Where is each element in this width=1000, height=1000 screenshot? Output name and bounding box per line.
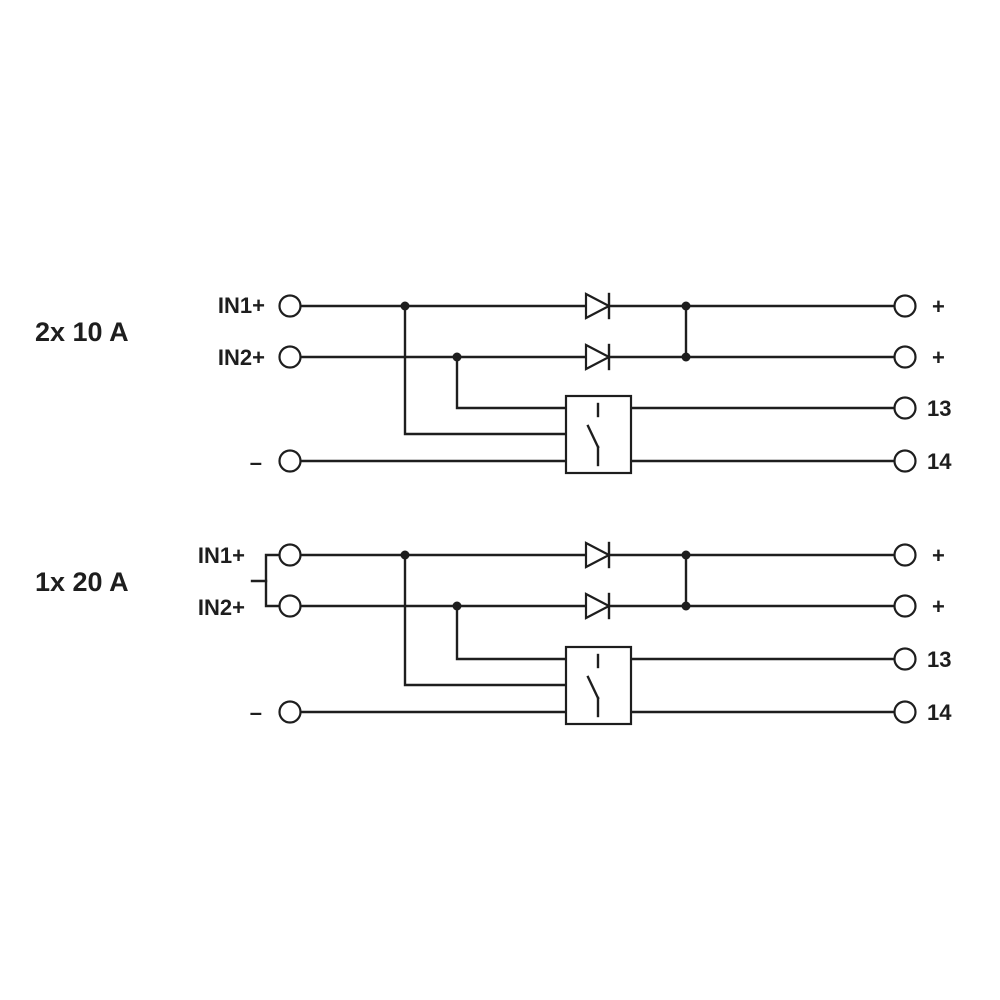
- terminal-out-plus-1: [893, 294, 917, 318]
- input-bridge: [264, 553, 281, 608]
- input-label-in1: IN1+: [198, 543, 245, 568]
- relay-block: [564, 645, 633, 726]
- junction-dot: [452, 601, 462, 611]
- junction-dot: [681, 601, 691, 611]
- group-2x10a: 2x 10 A IN1+ IN2+ –: [35, 292, 952, 475]
- output-label-plus-1: +: [932, 543, 945, 568]
- output-label-13: 13: [927, 396, 951, 421]
- terminal-in2: [278, 345, 302, 369]
- wire-in1-to-relay: [403, 304, 568, 436]
- terminal-minus: [278, 700, 302, 724]
- group-title: 1x 20 A: [35, 567, 129, 597]
- input-label-minus: –: [250, 450, 262, 475]
- input-label-in2: IN2+: [218, 345, 265, 370]
- terminal-minus: [278, 449, 302, 473]
- group-title: 2x 10 A: [35, 317, 129, 347]
- terminal-out-plus-2: [893, 345, 917, 369]
- relay-contact-blade: [586, 675, 600, 700]
- terminal-13: [893, 647, 917, 671]
- wire-in2-to-relay: [455, 355, 568, 410]
- wire-in1-to-relay: [403, 553, 568, 687]
- relay-contact-blade: [586, 424, 600, 449]
- input-label-minus: –: [250, 700, 262, 725]
- junction-dot: [400, 550, 410, 560]
- output-label-14: 14: [927, 700, 952, 725]
- wire-in2-to-relay: [455, 604, 568, 661]
- junction-dot: [681, 352, 691, 362]
- output-label-13: 13: [927, 647, 951, 672]
- diode-2: [584, 343, 612, 371]
- terminal-13: [893, 396, 917, 420]
- group-1x20a: 1x 20 A IN1+ IN2+ –: [35, 541, 952, 726]
- terminal-14: [893, 449, 917, 473]
- terminal-14: [893, 700, 917, 724]
- terminal-out-plus-2: [893, 594, 917, 618]
- diode-1: [584, 541, 612, 569]
- input-label-in2: IN2+: [198, 595, 245, 620]
- input-label-in1: IN1+: [218, 293, 265, 318]
- terminal-in1: [278, 294, 302, 318]
- terminal-in2: [278, 594, 302, 618]
- output-label-plus-2: +: [932, 345, 945, 370]
- output-label-plus-2: +: [932, 594, 945, 619]
- terminal-in1: [278, 543, 302, 567]
- junction-dot: [681, 301, 691, 311]
- terminal-out-plus-1: [893, 543, 917, 567]
- output-label-14: 14: [927, 449, 952, 474]
- diode-1: [584, 292, 612, 320]
- relay-block: [564, 394, 633, 475]
- diode-2: [584, 592, 612, 620]
- output-label-plus-1: +: [932, 294, 945, 319]
- junction-dot: [681, 550, 691, 560]
- junction-dot: [400, 301, 410, 311]
- junction-dot: [452, 352, 462, 362]
